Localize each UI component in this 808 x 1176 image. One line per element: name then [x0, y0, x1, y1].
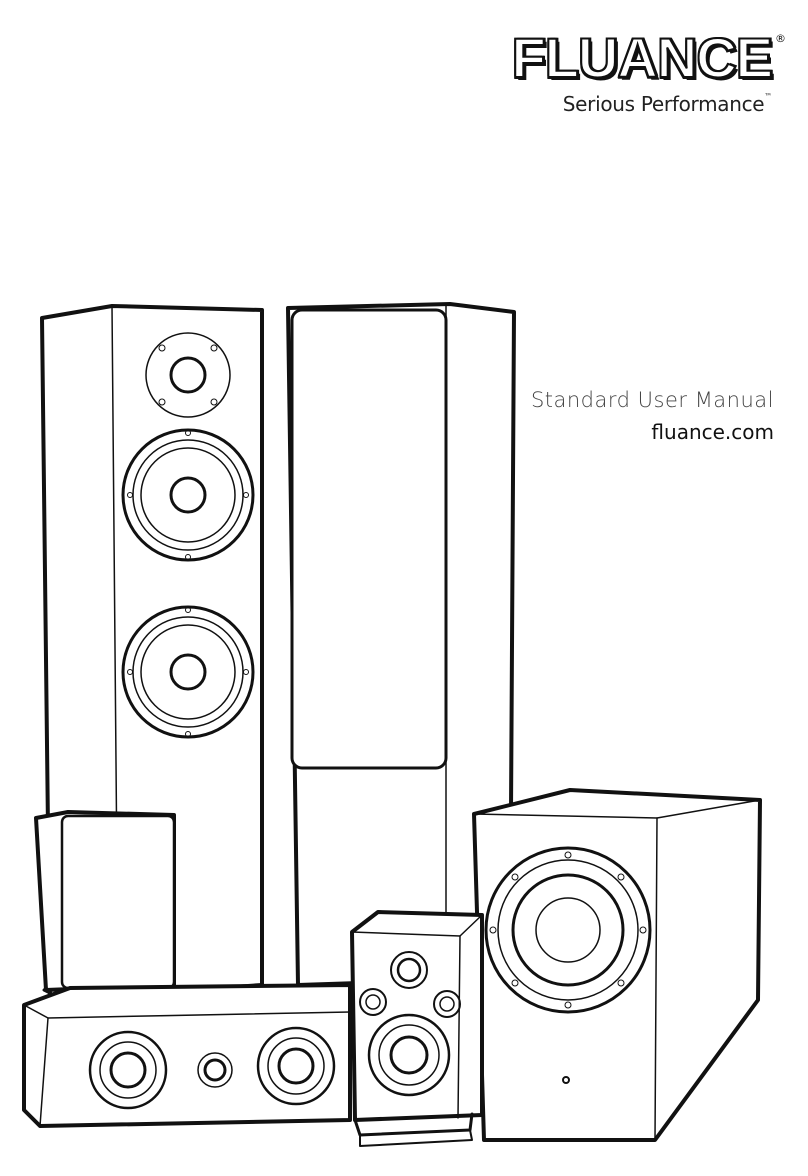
woofer-icon [367, 1013, 451, 1097]
tweeter-icon [197, 1052, 233, 1088]
bookshelf-speaker [350, 910, 484, 1147]
midrange-icon [359, 988, 387, 1016]
speaker-grille [290, 308, 448, 770]
manual-website: fluance.com [651, 420, 774, 444]
midrange-icon [433, 990, 461, 1018]
surround-speaker [34, 810, 177, 1013]
woofer-icon [121, 428, 255, 562]
right-tower-speaker [286, 302, 516, 987]
center-channel-speaker [22, 983, 352, 1128]
subwoofer-driver-icon [484, 846, 652, 1014]
trademark-mark: ™ [764, 92, 772, 101]
woofer-icon [88, 1030, 168, 1110]
brand-tagline: Serious Performance™ [511, 92, 773, 116]
woofer-icon [121, 605, 255, 739]
manual-title: Standard User Manual [530, 388, 774, 412]
subwoofer-speaker [472, 788, 762, 1142]
tweeter-icon [390, 951, 428, 989]
brand-logo: FLUANCE ® Serious Performance™ [510, 29, 786, 117]
brand-name: FLUANCE [510, 26, 774, 89]
woofer-icon [256, 1026, 336, 1106]
power-led-icon [562, 1076, 570, 1084]
registered-mark: ® [775, 32, 786, 45]
tagline-text: Serious Performance [562, 92, 765, 116]
manual-heading: Standard User Manual fluance.com [531, 388, 774, 444]
tweeter-icon [145, 332, 231, 418]
